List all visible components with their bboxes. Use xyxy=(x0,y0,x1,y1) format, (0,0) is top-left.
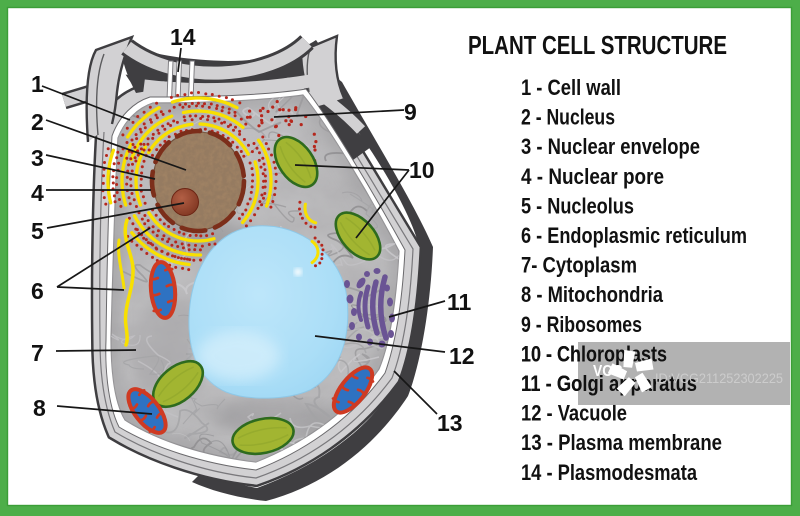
svg-text:10: 10 xyxy=(409,157,435,183)
svg-text:9 - Ribosomes: 9 - Ribosomes xyxy=(521,312,642,337)
svg-text:1: 1 xyxy=(31,71,44,97)
svg-text:4: 4 xyxy=(31,180,44,206)
svg-text:PLANT CELL STRUCTURE: PLANT CELL STRUCTURE xyxy=(468,32,727,60)
svg-text:4 - Nuclear pore: 4 - Nuclear pore xyxy=(521,164,664,189)
svg-text:7: 7 xyxy=(31,340,44,366)
svg-text:3 - Nuclear envelope: 3 - Nuclear envelope xyxy=(521,134,700,159)
svg-text:5 - Nucleolus: 5 - Nucleolus xyxy=(521,193,634,218)
svg-text:6: 6 xyxy=(31,278,44,304)
svg-text:5: 5 xyxy=(31,218,44,244)
svg-text:14 - Plasmodesmata: 14 - Plasmodesmata xyxy=(521,460,698,485)
svg-text:14: 14 xyxy=(170,24,196,50)
svg-text:11 - Golgi apparatus: 11 - Golgi apparatus xyxy=(521,371,697,396)
svg-text:12: 12 xyxy=(449,343,475,369)
svg-text:2: 2 xyxy=(31,109,44,135)
svg-text:3: 3 xyxy=(31,145,44,171)
svg-text:11: 11 xyxy=(447,289,472,315)
svg-text:ID:VCG211252302225: ID:VCG211252302225 xyxy=(655,370,783,386)
svg-text:9: 9 xyxy=(404,99,417,125)
svg-text:13 - Plasma membrane: 13 - Plasma membrane xyxy=(521,430,722,455)
svg-text:7- Cytoplasm: 7- Cytoplasm xyxy=(521,253,637,278)
svg-text:13: 13 xyxy=(437,410,463,436)
svg-text:6 - Endoplasmic reticulum: 6 - Endoplasmic reticulum xyxy=(521,223,747,248)
svg-text:2 - Nucleus: 2 - Nucleus xyxy=(521,105,615,130)
svg-text:8 - Mitochondria: 8 - Mitochondria xyxy=(521,282,664,307)
svg-text:1 - Cell wall: 1 - Cell wall xyxy=(521,75,621,100)
svg-text:8: 8 xyxy=(33,395,46,421)
